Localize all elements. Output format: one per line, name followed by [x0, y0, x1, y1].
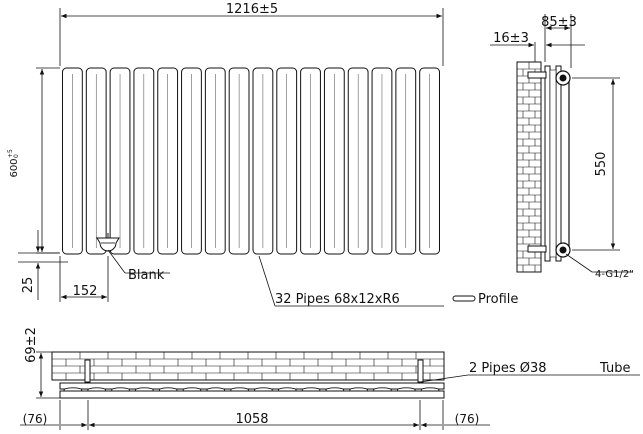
plan-bracket-left: [84, 359, 91, 383]
span-dimension-text: 1058: [235, 412, 268, 427]
width-dimension-text: 1216±5: [226, 2, 278, 17]
bottom-connection-inner: [559, 246, 567, 254]
profile-symbol: [452, 295, 476, 302]
spacing-dimension-text: 152: [73, 284, 98, 299]
side-panel-rear: [555, 65, 562, 262]
blank-valve-symbol: [96, 233, 120, 252]
depth-dimension-text: 85±3: [541, 15, 577, 30]
height-dimension-text: 600: [9, 158, 20, 177]
plan-tube-rear: [59, 390, 445, 399]
bottom-bracket-arm: [527, 245, 547, 253]
pipes-leader-line: [258, 255, 276, 307]
connection-leader-line: [565, 253, 593, 273]
front-pipes-group: [62, 67, 440, 255]
side-panel-core: [549, 69, 557, 258]
projection-dimension-text: 69±2: [24, 327, 39, 363]
blank-leader-line: [107, 249, 126, 274]
plan-view: 69±2 2 Pipes Ø38 Tube 1058 (76) (76): [20, 327, 640, 430]
plan-wall-bricks: [51, 351, 445, 381]
top-bracket-arm: [527, 71, 547, 79]
gap-dimension-text: 16±3: [493, 31, 529, 46]
height-tolerance-upper: +5: [7, 149, 14, 158]
side-view: 85±3 16±3 550 4-G1/2": [490, 14, 634, 280]
side-wall-bricks: [516, 61, 542, 273]
tube-label: 2 Pipes Ø38: [469, 361, 547, 376]
centres-dimension-text: 550: [594, 152, 609, 177]
plan-bracket-right: [417, 359, 424, 383]
side-panel-front: [544, 65, 551, 262]
pipes-label: 32 Pipes 68x12xR6: [275, 292, 400, 307]
connection-label: 4-G1/2": [595, 269, 634, 280]
profile-label: Profile: [478, 292, 518, 307]
plan-tube-front: [59, 382, 445, 390]
tube-word: Tube: [599, 361, 630, 376]
left-offset-text: (76): [23, 412, 48, 426]
front-view: 1216±5 600 +5 0 Blank 25 152: [7, 2, 518, 307]
height-dimension-label: 600 +5 0: [7, 149, 20, 178]
height-tolerance-lower: 0: [13, 154, 20, 158]
blank-label: Blank: [128, 268, 165, 283]
clearance-dimension-text: 25: [21, 277, 36, 294]
right-offset-text: (76): [455, 412, 480, 426]
top-connection-inner: [559, 74, 567, 82]
tube-leader-line: [419, 374, 469, 383]
